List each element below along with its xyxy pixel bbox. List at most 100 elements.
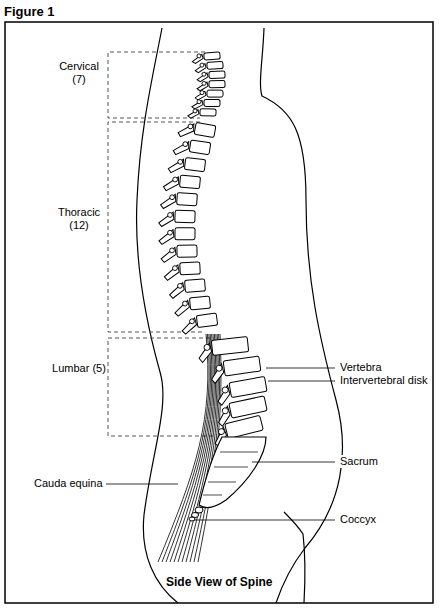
coccyx-bone: [189, 507, 203, 521]
part-label: Vertebra: [340, 361, 382, 374]
spinous-process: [159, 212, 175, 227]
vertebra: [192, 99, 220, 109]
transverse-process: [202, 81, 206, 85]
spinous-process: [195, 64, 206, 73]
spinous-process: [192, 54, 204, 63]
back-outline: [137, 28, 178, 603]
leader-line: [266, 368, 335, 369]
vertebra: [174, 296, 212, 316]
vertebral-body: [184, 157, 205, 171]
spinous-process: [163, 176, 179, 192]
vertebral-body: [229, 396, 267, 418]
vertebra: [188, 108, 216, 119]
vertebral-body: [200, 109, 216, 117]
vertebral-body: [207, 90, 223, 97]
figure-frame: [5, 22, 433, 603]
spinous-process: [160, 194, 176, 210]
vertebral-body: [204, 99, 220, 106]
vertebral-body: [204, 52, 220, 60]
part-label: Coccyx: [340, 513, 376, 526]
vertebral-body: [225, 415, 264, 438]
transverse-process: [177, 283, 182, 288]
vertebral-body: [229, 376, 267, 397]
vertebra: [164, 262, 201, 281]
spinous-process: [161, 247, 176, 262]
vertebral-body: [177, 245, 197, 257]
leader-line: [252, 462, 335, 463]
front-outline: [260, 28, 342, 603]
spinous-process: [173, 140, 190, 157]
vertebral-body: [189, 140, 211, 155]
spinous-process: [178, 122, 195, 139]
part-label: Cauda equina: [34, 477, 103, 490]
spinous-process: [174, 300, 190, 316]
transverse-process: [168, 230, 173, 235]
leader-line: [194, 520, 335, 521]
nerve-root: [170, 334, 212, 562]
transverse-process: [182, 301, 187, 306]
vertebra: [160, 192, 197, 211]
transverse-process: [204, 344, 211, 351]
vertebra: [159, 228, 195, 245]
spinous-process: [195, 91, 206, 100]
vertebra: [163, 174, 200, 194]
transverse-process: [170, 195, 175, 200]
spinous-process: [197, 73, 208, 82]
vertebral-body: [211, 337, 248, 356]
leader-line: [106, 484, 178, 485]
vertebral-body: [209, 71, 225, 79]
vertebra: [169, 279, 206, 299]
vertebral-body: [175, 210, 195, 223]
spinous-process: [164, 265, 180, 281]
figure-title: Figure 1: [4, 4, 55, 19]
nerve-root: [174, 334, 213, 562]
transverse-process: [188, 124, 194, 130]
thigh-outline: [284, 512, 305, 603]
transverse-process: [197, 100, 201, 104]
transverse-process: [173, 177, 178, 182]
vertebra: [197, 81, 225, 91]
vertebral-body: [194, 122, 216, 137]
transverse-process: [183, 141, 188, 146]
vertebral-body: [207, 61, 223, 69]
region-brackets: [108, 52, 215, 436]
transverse-process: [202, 72, 206, 76]
spinous-process: [188, 109, 199, 118]
vertebra: [195, 90, 223, 100]
sacrum-bone: [199, 437, 266, 507]
region-label: Cervical (7): [52, 60, 106, 86]
vertebral-body: [185, 279, 206, 292]
transverse-process: [218, 428, 225, 435]
transverse-process: [168, 212, 173, 217]
spinous-process: [210, 364, 225, 384]
vertebral-body: [175, 228, 195, 240]
sacrum-segments: [203, 452, 258, 495]
spinous-process: [197, 82, 208, 91]
vertebral-column: [159, 52, 269, 448]
transverse-process: [189, 319, 194, 324]
transverse-process: [222, 387, 229, 394]
transverse-process: [216, 365, 223, 372]
transverse-process: [200, 91, 204, 95]
nerve-root: [178, 334, 214, 562]
vertebral-body: [209, 81, 225, 88]
vertebra: [180, 313, 218, 334]
leader-line: [268, 381, 335, 382]
region-label: Lumbar (5): [52, 362, 106, 375]
spinous-process: [168, 158, 185, 174]
vertebra: [178, 120, 216, 143]
nerve-root: [182, 334, 216, 562]
cauda-equina-nerves: [158, 334, 221, 562]
transverse-process: [222, 407, 229, 414]
spinous-process: [159, 230, 174, 245]
vertebra: [159, 210, 196, 228]
vertebral-body: [177, 193, 198, 206]
transverse-process: [172, 266, 177, 271]
leader-lines: [106, 368, 335, 520]
vertebral-body: [179, 175, 200, 189]
vertebra: [173, 138, 211, 160]
transverse-process: [178, 159, 183, 164]
coccyx-segment: [189, 517, 195, 521]
spinous-process: [198, 343, 213, 363]
vertebral-body: [223, 356, 261, 376]
